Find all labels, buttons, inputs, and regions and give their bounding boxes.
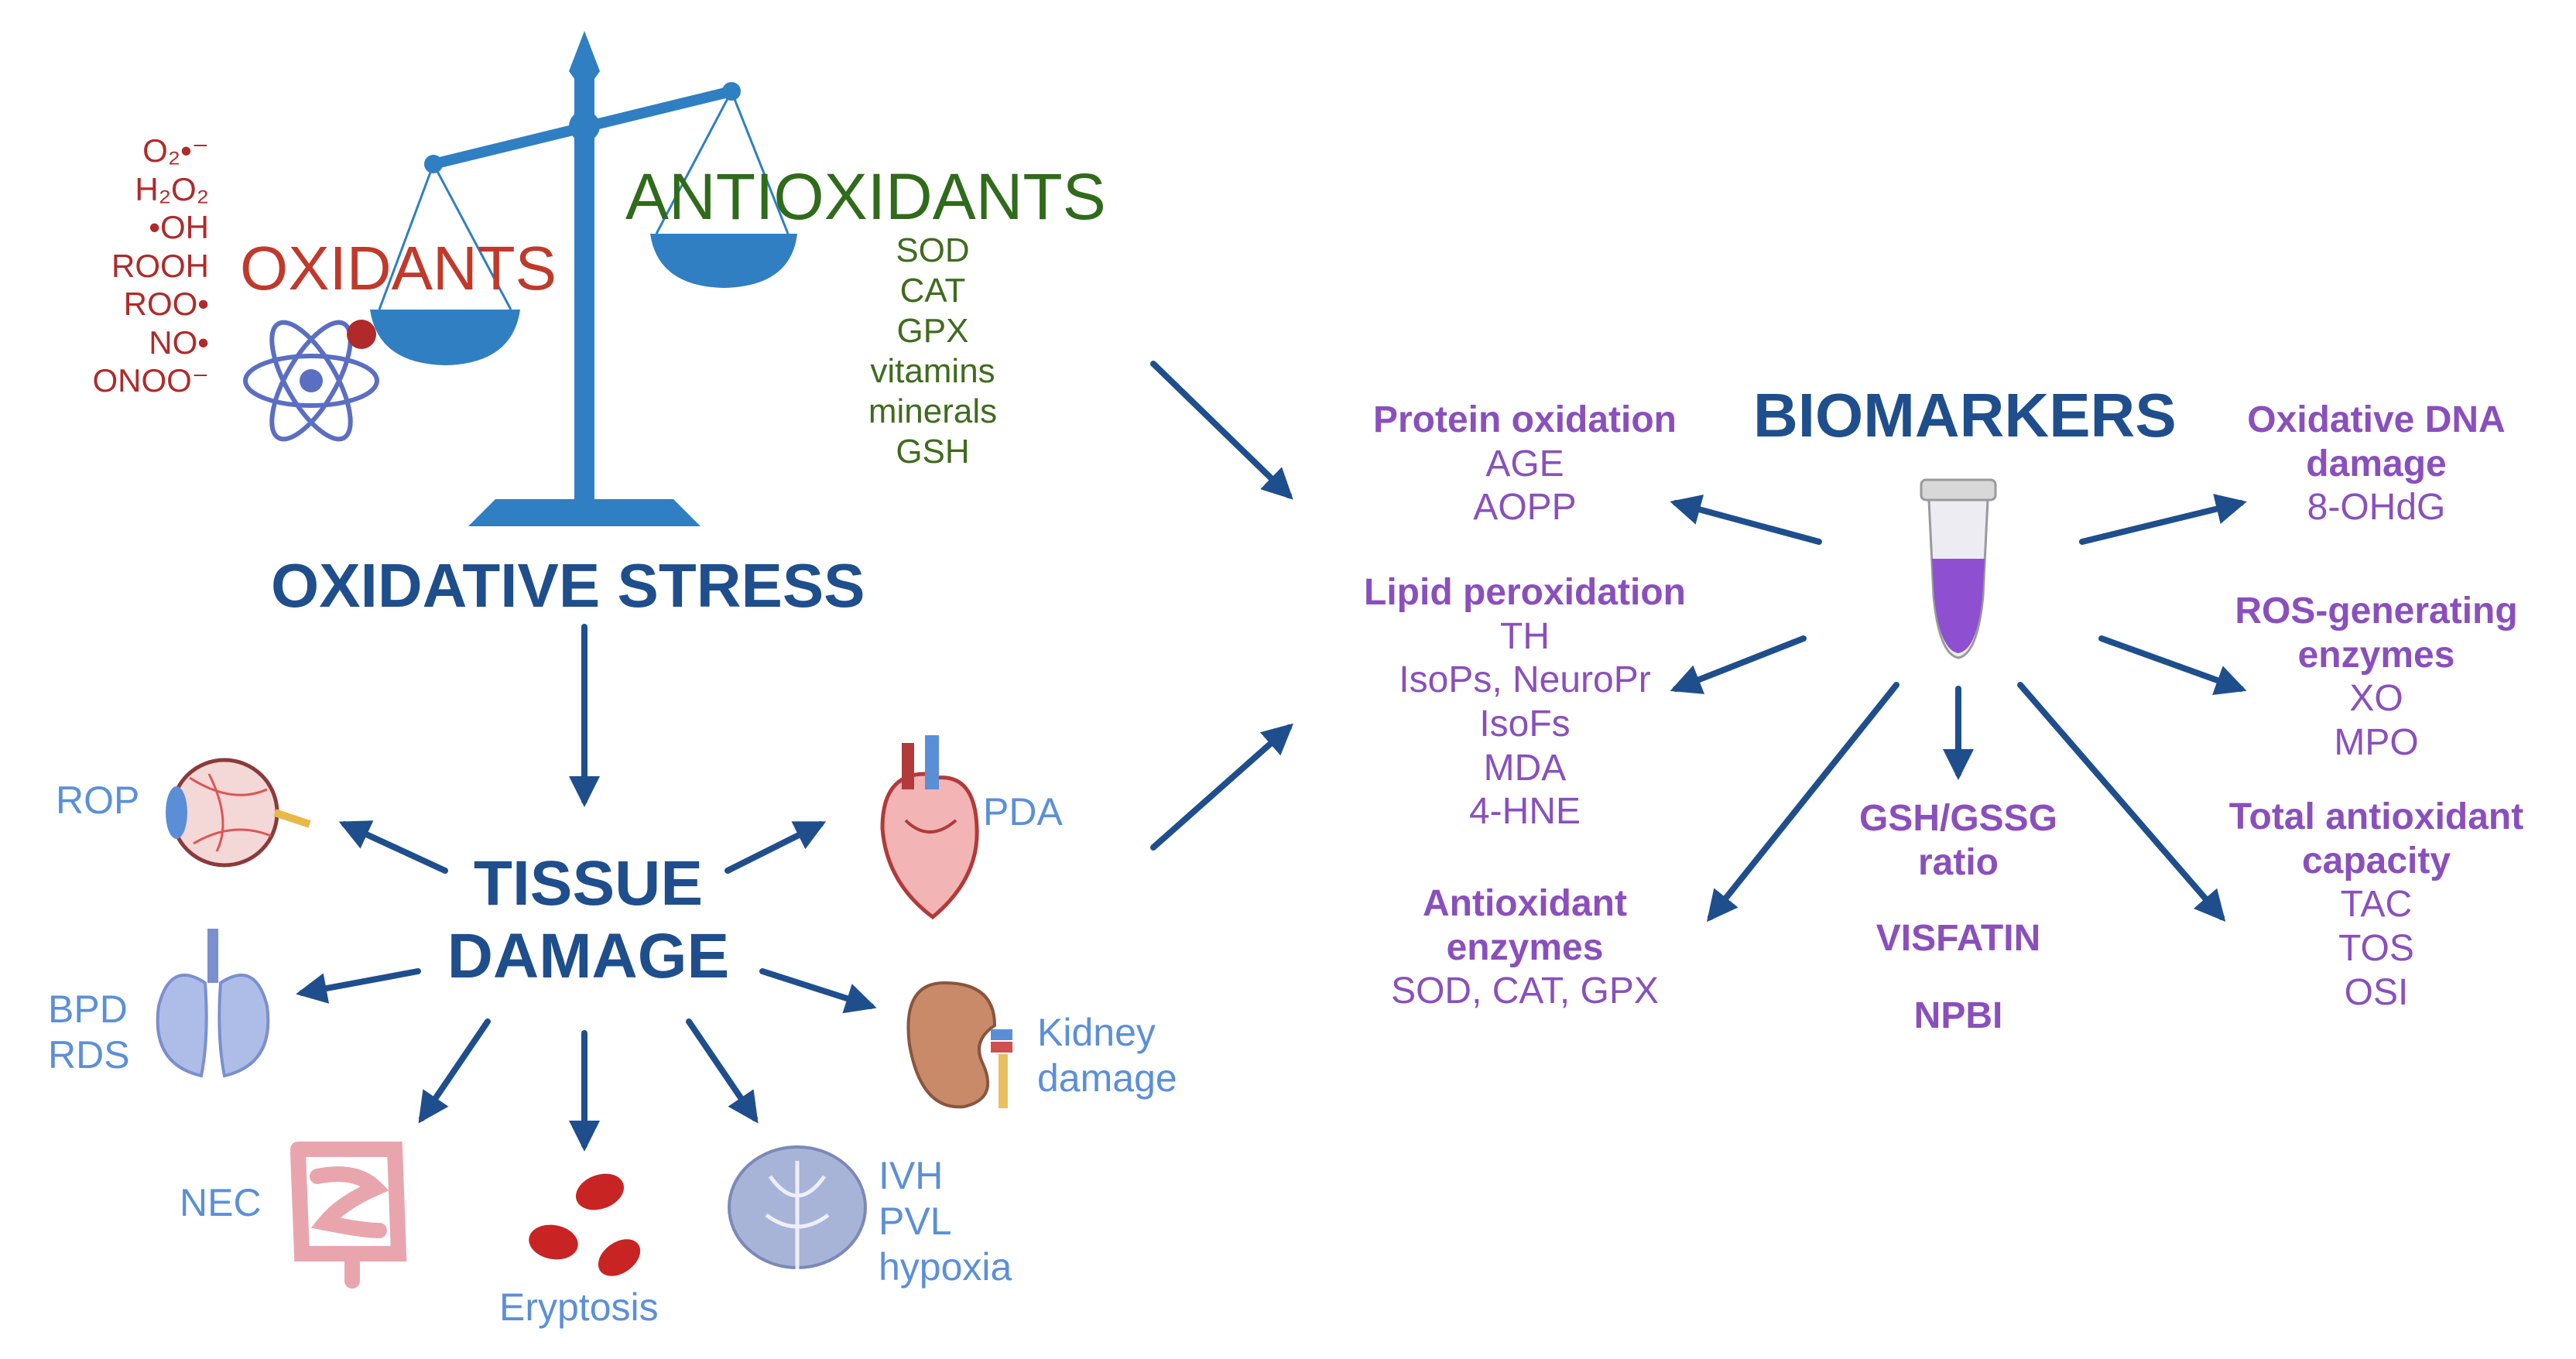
npbi-label: NPBI <box>1913 995 2003 1036</box>
eye-icon <box>166 758 311 868</box>
kidney-damage-label: Kidney damage <box>1037 1011 1177 1100</box>
antioxidant-item: GSH <box>896 432 970 471</box>
antioxidant-list: SOD CAT GPX vitamins minerals GSH <box>836 231 1029 471</box>
ros-generating-enzymes-group: ROS-generating enzymes XO MPO <box>2235 590 2518 763</box>
protein-oxidation-group: Protein oxidation AGE AOPP <box>1347 399 1703 530</box>
arrow-to-antiox-enzymes <box>1707 682 1899 923</box>
arrow-to-pda <box>724 821 827 874</box>
arrow-to-lungs <box>296 968 421 1004</box>
oxidant-species: NO• <box>149 323 209 361</box>
eryptosis-label: Eryptosis <box>499 1285 659 1329</box>
oxidant-species: ONOO⁻ <box>92 362 209 399</box>
arrow-to-kidney <box>759 968 877 1014</box>
oxidant-species: O₂•⁻ <box>142 132 209 169</box>
atom-icon <box>243 320 379 442</box>
test-tube-icon <box>1920 478 1997 659</box>
arrow-to-rop <box>338 820 448 874</box>
lipid-peroxidation-group: Lipid peroxidation TH IsoPs, NeuroPr Iso… <box>1347 571 1703 834</box>
red-blood-cells-icon <box>529 1173 641 1276</box>
antioxidant-item: vitamins <box>870 351 995 390</box>
rop-label: ROP <box>56 779 140 822</box>
oxidant-species: ROOH <box>111 247 209 284</box>
oxidant-species: •OH <box>149 209 209 246</box>
arrow-to-lipid <box>1670 635 1807 694</box>
arrow-to-ros <box>2098 635 2247 695</box>
oxidant-species: H₂O₂ <box>135 170 209 207</box>
brain-conditions-label: IVH PVL hypoxia <box>879 1154 1012 1289</box>
total-antioxidant-capacity-group: Total antioxidant capacity TAC TOS OSI <box>2228 796 2524 1013</box>
lung-conditions-label: BPD RDS <box>48 988 130 1077</box>
oxidant-species-list: O₂•⁻ H₂O₂ •OH ROOH ROO• NO• ONOO⁻ <box>85 132 209 400</box>
oxidants-title: OXIDANTS <box>240 234 557 303</box>
antioxidant-item: CAT <box>899 271 966 310</box>
lipid-peroxidation-heading: Lipid peroxidation <box>1364 572 1686 613</box>
intestines-icon <box>290 1142 407 1289</box>
antioxidant-item: minerals <box>868 392 998 430</box>
gsh-gssg-ratio: GSH/GSSG ratio <box>1858 798 2058 883</box>
lungs-icon <box>156 929 270 1078</box>
antioxidant-enzymes-group: Antioxidant enzymes SOD, CAT, GPX <box>1391 883 1659 1012</box>
heart-icon <box>880 735 979 920</box>
antioxidant-item: GPX <box>896 311 969 350</box>
protein-oxidation-heading: Protein oxidation <box>1372 399 1677 440</box>
arrow-tissue-to-biomarkers <box>1150 723 1293 851</box>
brain-icon <box>728 1145 867 1269</box>
arrows <box>296 361 2247 1152</box>
antioxidants-title: ANTIOXIDANTS <box>625 160 1106 233</box>
arrow-to-protein <box>1670 495 1822 545</box>
balance-scale-icon <box>370 31 797 526</box>
tissue-damage-title: TISSUE DAMAGE <box>447 848 730 992</box>
antioxidant-item: SOD <box>896 231 970 269</box>
kidney-icon <box>906 981 1012 1109</box>
oxidative-dna-damage-group: Oxidative DNA damage 8-OHdG <box>2247 399 2506 529</box>
visfatin-label: VISFATIN <box>1875 918 2041 959</box>
nec-label: NEC <box>180 1181 262 1224</box>
arrow-to-dna <box>2079 494 2247 545</box>
oxidative-stress-title: OXIDATIVE STRESS <box>271 551 865 620</box>
arrow-to-tac <box>2017 682 2226 923</box>
pda-label: PDA <box>983 790 1063 834</box>
arrow-antioxidants-to-biomarkers <box>1150 361 1293 500</box>
oxidant-species: ROO• <box>123 286 209 323</box>
arrow-to-nec <box>418 1018 491 1124</box>
biomarkers-title: BIOMARKERS <box>1753 381 2177 450</box>
arrow-to-brain <box>686 1018 759 1124</box>
